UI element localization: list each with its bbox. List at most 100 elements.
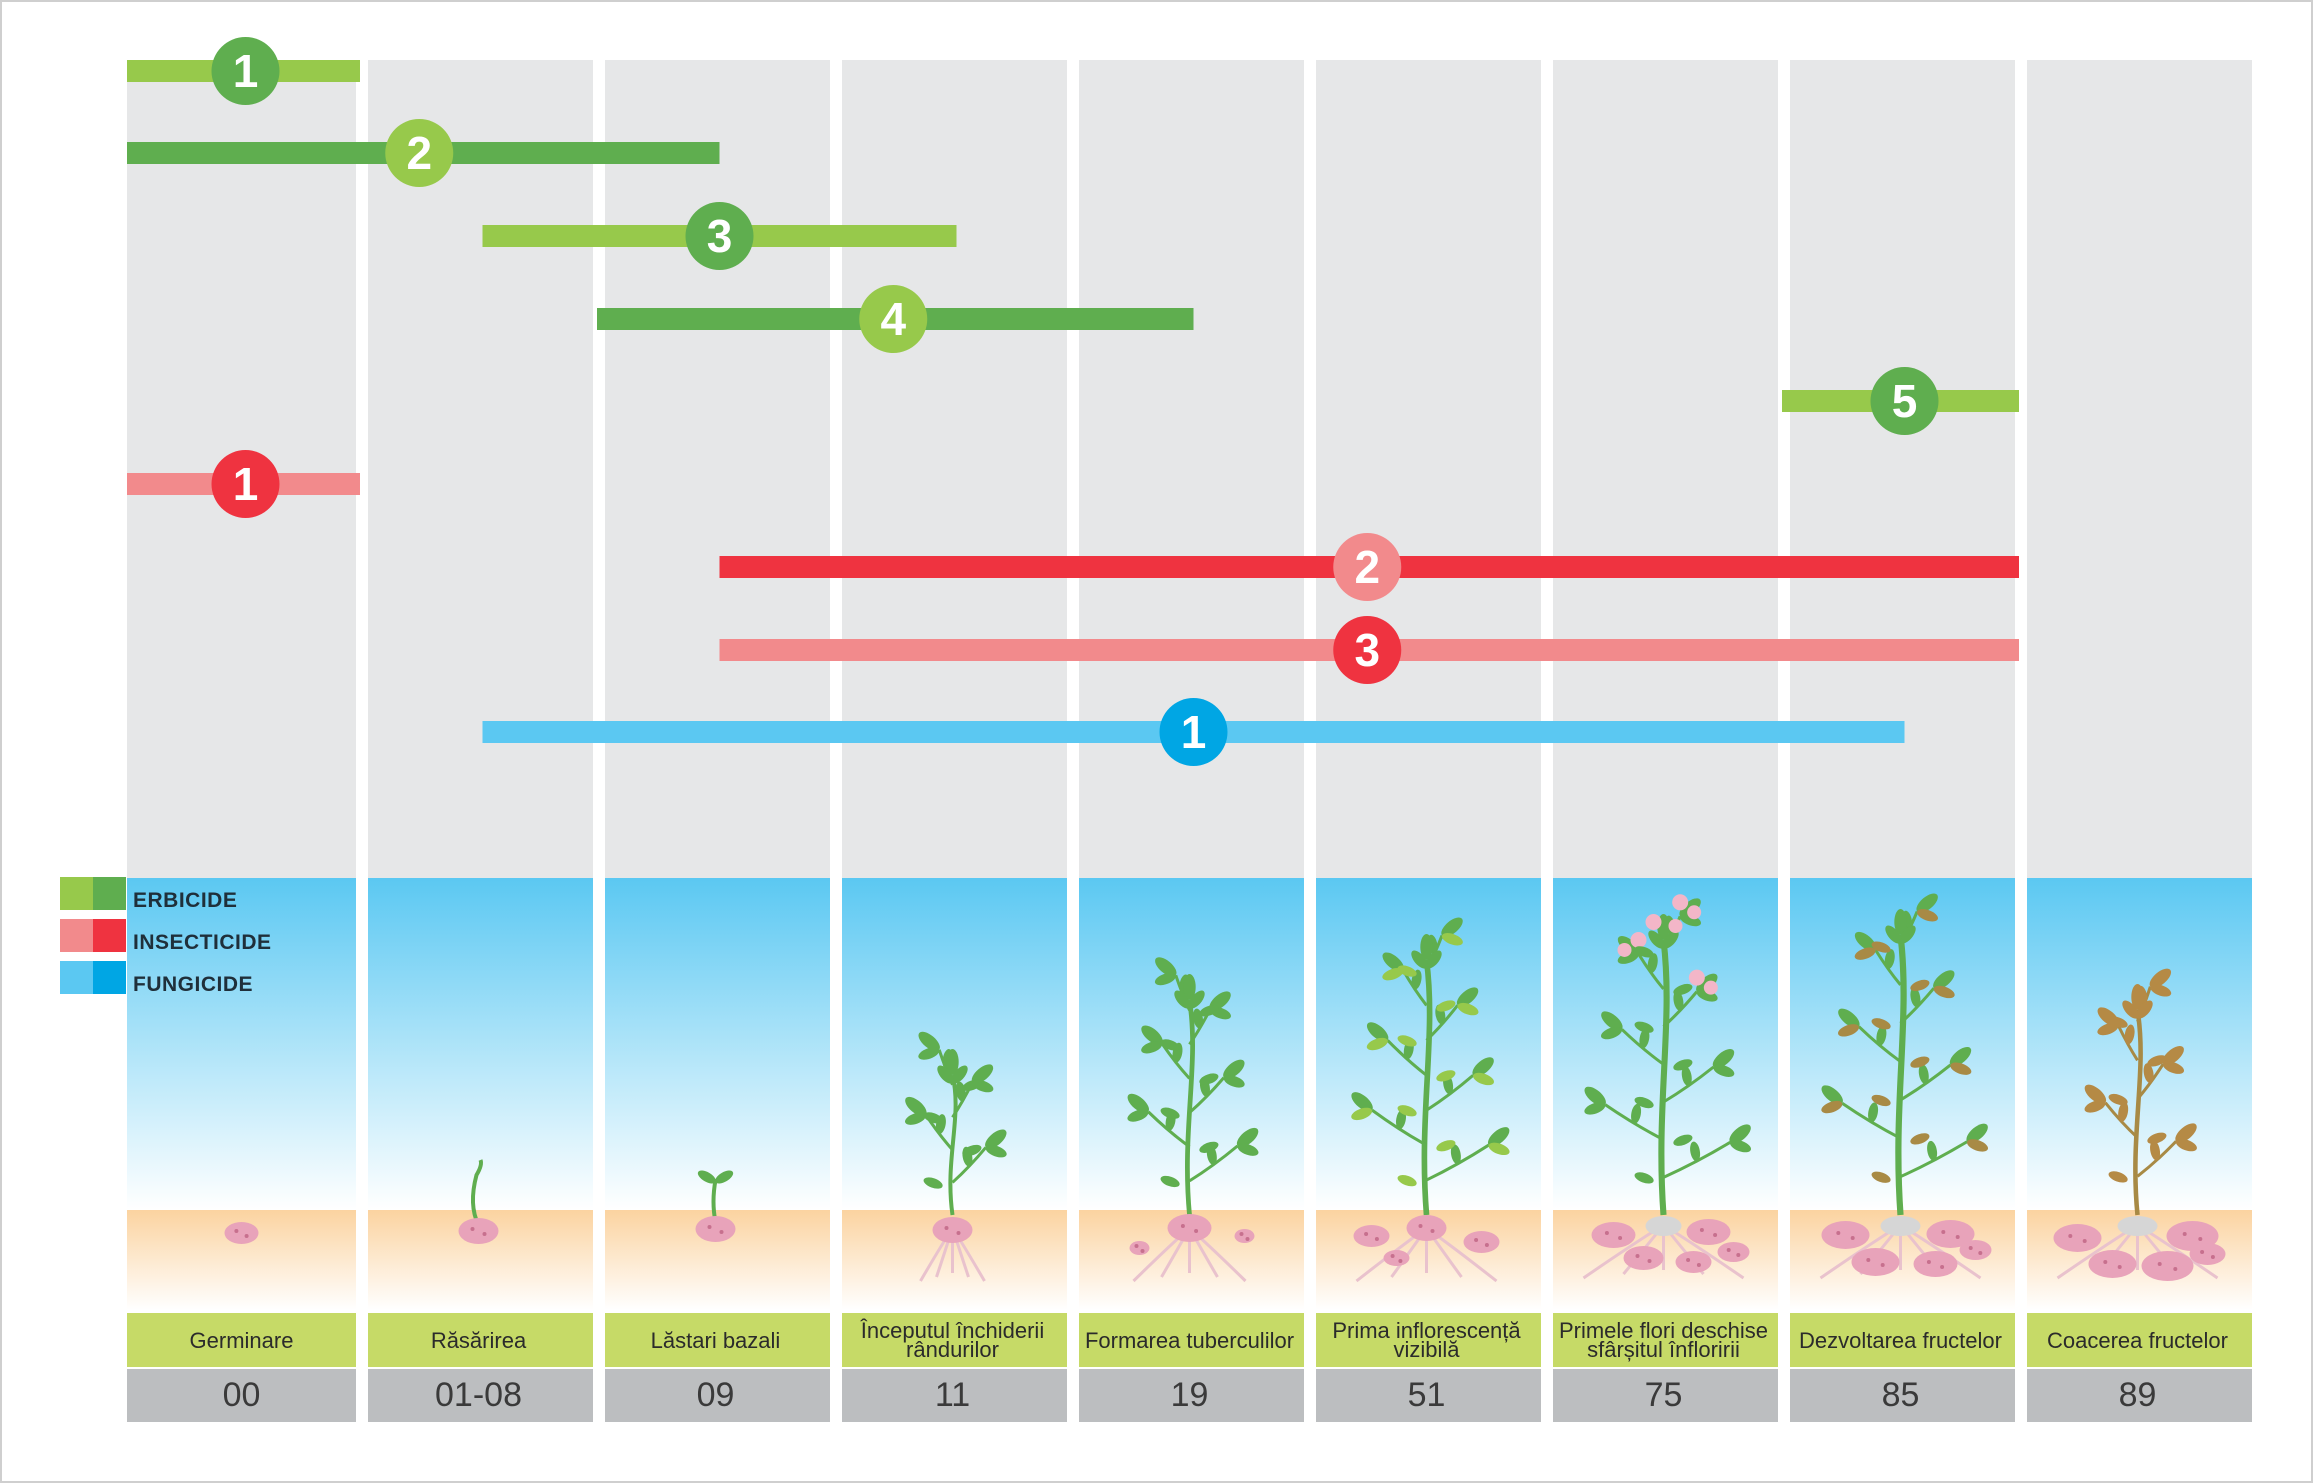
tuber xyxy=(1959,1240,1992,1260)
tuber-eye xyxy=(470,1227,475,1231)
leaf xyxy=(1457,1002,1479,1016)
leaf xyxy=(1473,1072,1494,1086)
legend-label-insecticide: INSECTICIDE xyxy=(133,931,272,954)
treatment-number: 3 xyxy=(707,210,733,262)
stage-label-cell xyxy=(1549,1313,1778,1367)
stage-label-cell xyxy=(1075,1313,1304,1367)
legend-swatch-dark xyxy=(93,877,126,910)
tuber-eye xyxy=(1940,1265,1945,1269)
tuber xyxy=(458,1218,499,1244)
flower xyxy=(1617,942,1632,957)
leaf xyxy=(1223,1075,1245,1088)
leaf xyxy=(1634,1021,1654,1033)
tuber xyxy=(1234,1229,1255,1243)
tuber-eye xyxy=(1926,1260,1931,1264)
stage-code-00: 00 xyxy=(222,1376,261,1414)
leaf xyxy=(1949,1046,1972,1067)
treatment-number: 2 xyxy=(1354,541,1380,593)
tuber-eye xyxy=(1866,1258,1871,1262)
tuber-eye xyxy=(707,1225,712,1229)
seed-residue xyxy=(1880,1216,1921,1236)
leaf xyxy=(1871,1018,1891,1030)
treatment-number: 1 xyxy=(233,458,259,510)
stage-code-cell xyxy=(1549,1369,1778,1422)
treatment-erbicide-1: 1 xyxy=(127,37,360,105)
tuber xyxy=(695,1216,736,1242)
flower xyxy=(1672,894,1689,911)
stem xyxy=(1658,939,1670,1216)
leaf xyxy=(1188,990,1205,1009)
legend-swatch-light xyxy=(60,877,93,910)
tuber-eye xyxy=(944,1226,949,1230)
sprout xyxy=(471,1159,483,1226)
plant-stage-51 xyxy=(1351,917,1510,1283)
leaf xyxy=(1199,1073,1219,1085)
leaf xyxy=(2131,984,2144,1010)
tuber xyxy=(2141,1251,2194,1281)
leaf xyxy=(1351,1092,1373,1112)
flower xyxy=(1688,969,1705,986)
leaf xyxy=(2108,1171,2128,1183)
stage-label-cell xyxy=(1312,1313,1541,1367)
tuber-eye xyxy=(1239,1232,1244,1236)
leaf xyxy=(1397,1175,1417,1187)
legend-label-erbicide: ERBICIDE xyxy=(133,889,238,912)
leaf xyxy=(1967,1139,1988,1152)
stage-code-89: 89 xyxy=(2118,1376,2157,1414)
leaf xyxy=(1673,990,1684,1011)
stage-label-cell xyxy=(2023,1313,2252,1367)
leaf xyxy=(1425,950,1442,969)
leaf xyxy=(1821,1100,1843,1114)
tuber-eye xyxy=(234,1229,239,1233)
leaf xyxy=(1927,1140,1938,1161)
plant-stage-89 xyxy=(2053,968,2226,1281)
leaf xyxy=(1366,1037,1388,1051)
leaf xyxy=(1397,1035,1417,1047)
treatment-number-badge xyxy=(211,450,280,518)
legend-swatch-light xyxy=(60,919,93,952)
tuber-eye xyxy=(1364,1232,1369,1236)
tuber-eye xyxy=(1686,1258,1691,1262)
tuber-eye xyxy=(2200,1250,2205,1254)
leaf xyxy=(1648,930,1665,949)
leaf xyxy=(1690,1141,1701,1162)
stage-code-cell xyxy=(127,1369,356,1422)
leaf xyxy=(1681,1066,1692,1087)
tuber-eye xyxy=(2198,1237,2203,1241)
column-background xyxy=(1786,60,2015,878)
tuber xyxy=(1383,1250,1410,1266)
leaf xyxy=(2175,1138,2197,1152)
stage-code-75: 75 xyxy=(1644,1376,1683,1414)
treatment-number-badge xyxy=(1159,698,1228,766)
stem xyxy=(1421,959,1433,1216)
leaf xyxy=(923,1177,943,1189)
leaf xyxy=(923,1112,943,1124)
leaf xyxy=(1868,1102,1879,1123)
stage-label-cell xyxy=(1786,1313,2015,1367)
treatment-number: 1 xyxy=(1181,706,1207,758)
legend-swatches xyxy=(60,877,126,994)
treatment-erbicide-2: 2 xyxy=(127,119,720,187)
tuber-eye xyxy=(2157,1262,2162,1266)
leaf xyxy=(2108,1093,2128,1106)
leaf xyxy=(1871,1094,1891,1107)
leaf xyxy=(1966,1123,1988,1143)
treatment-number-badge xyxy=(211,37,280,105)
leaf xyxy=(1854,931,1877,952)
legend-swatch-light xyxy=(60,961,93,994)
leaf xyxy=(1894,909,1907,935)
leaf xyxy=(1584,1086,1606,1106)
leaf xyxy=(1411,950,1428,969)
plant-stage-85 xyxy=(1819,893,1992,1280)
column-sky xyxy=(127,878,356,1210)
tuber-eye xyxy=(1850,1236,1855,1240)
leaf xyxy=(1918,1064,1929,1084)
treatment-number-badge xyxy=(385,119,454,187)
leaf xyxy=(1910,1133,1930,1145)
column-separator xyxy=(2019,60,2027,1422)
treatment-fungicide-1: 1 xyxy=(482,698,1905,766)
stage-label-coacerea-fructelor: Coacerea fructelor xyxy=(2047,1327,2228,1353)
leaf xyxy=(2147,1055,2167,1067)
column-background xyxy=(601,60,830,878)
